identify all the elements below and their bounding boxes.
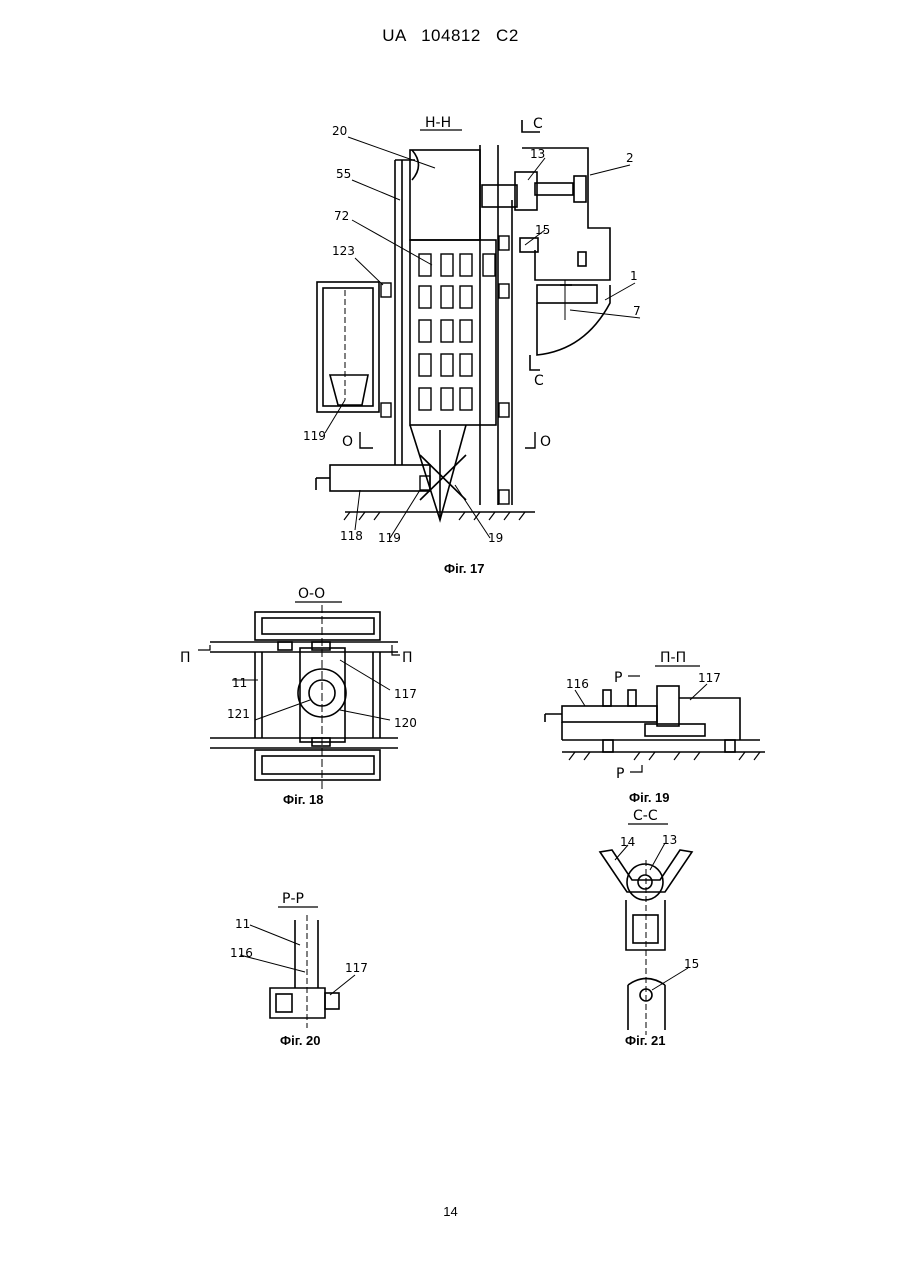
figure-18-drawing: О-О П П 11 121 11 xyxy=(180,586,417,790)
fig21-label-13: 13 xyxy=(662,833,677,847)
figure-20-drawing: Р-Р 11 116 117 xyxy=(230,891,368,1028)
figure-17-drawing: Н-Н xyxy=(303,115,641,545)
fig18-label-117: 117 xyxy=(394,687,417,701)
fig18-caption: Фіг. 18 xyxy=(283,792,324,807)
figure-21-drawing: С-С 14 13 15 xyxy=(600,808,699,1035)
fig21-section-title: С-С xyxy=(633,808,658,824)
fig21-label-14: 14 xyxy=(620,835,635,849)
fig17-section-title: Н-Н xyxy=(425,115,451,131)
fig18-section-mark-p-right: П xyxy=(402,650,413,666)
fig17-section-mark-o-left: О xyxy=(342,434,353,450)
fig17-label-7: 7 xyxy=(633,304,641,318)
fig19-section-mark-r-bottom: Р xyxy=(616,766,624,782)
fig19-label-116: 116 xyxy=(566,677,589,691)
fig20-label-11: 11 xyxy=(235,917,250,931)
fig18-label-121: 121 xyxy=(227,707,250,721)
fig17-label-55: 55 xyxy=(336,167,351,181)
fig17-label-119: 119 xyxy=(303,429,326,443)
fig17-section-mark-c-bottom: С xyxy=(534,373,544,389)
fig18-section-mark-p-left: П xyxy=(180,650,191,666)
fig17-section-mark-o-right: О xyxy=(540,434,551,450)
fig20-label-117: 117 xyxy=(345,961,368,975)
fig17-label-123: 123 xyxy=(332,244,355,258)
fig17-caption: Фіг. 17 xyxy=(444,561,485,576)
fig17-label-13: 13 xyxy=(530,147,545,161)
fig17-label-1: 1 xyxy=(630,269,638,283)
figure-19-drawing: П-П 116 117 Р Р xyxy=(545,650,765,782)
fig21-label-15: 15 xyxy=(684,957,699,971)
fig17-label-119-lower: 119 xyxy=(378,531,401,545)
fig20-section-title: Р-Р xyxy=(282,891,304,907)
fig17-label-2: 2 xyxy=(626,151,634,165)
fig20-caption: Фіг. 20 xyxy=(280,1033,321,1048)
fig19-caption: Фіг. 19 xyxy=(629,790,670,805)
fig17-label-20: 20 xyxy=(332,124,347,138)
fig18-label-120: 120 xyxy=(394,716,417,730)
fig20-label-116: 116 xyxy=(230,946,253,960)
fig17-label-15: 15 xyxy=(535,223,550,237)
page-number: 14 xyxy=(0,1204,901,1219)
fig18-section-title: О-О xyxy=(298,586,325,602)
fig17-label-118: 118 xyxy=(340,529,363,543)
fig19-label-117: 117 xyxy=(698,671,721,685)
fig17-section-mark-c-top: С xyxy=(533,116,543,132)
fig17-label-19: 19 xyxy=(488,531,503,545)
fig21-caption: Фіг. 21 xyxy=(625,1033,666,1048)
fig18-label-11: 11 xyxy=(232,676,247,690)
fig17-label-72: 72 xyxy=(334,209,349,223)
fig19-section-title: П-П xyxy=(660,650,686,666)
fig19-section-mark-r-top: Р xyxy=(614,670,622,686)
